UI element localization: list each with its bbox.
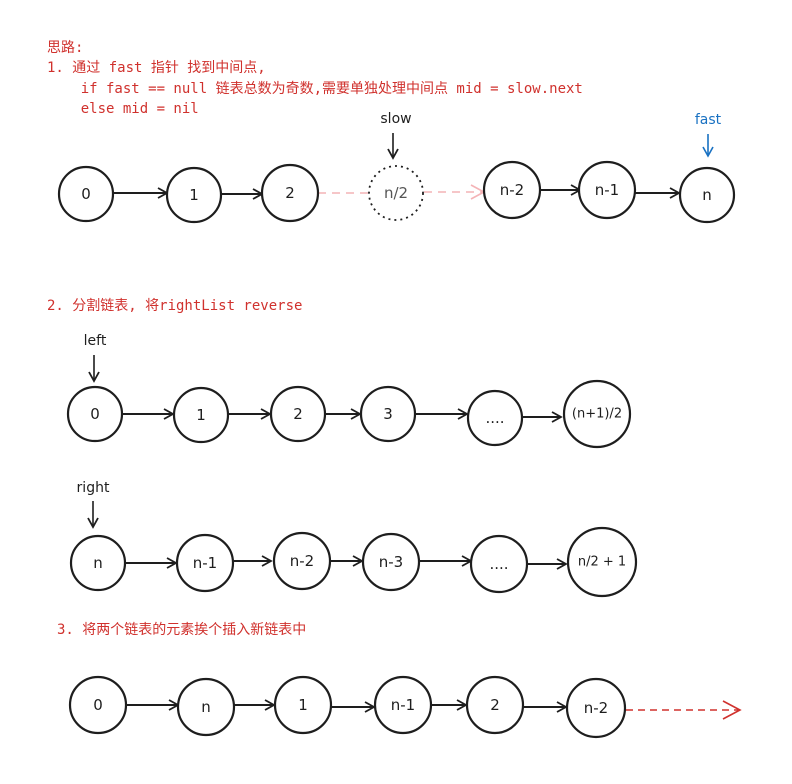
svg-text:n: n — [93, 554, 103, 572]
fast-pointer-label: fast — [695, 112, 722, 128]
list-node: 2 — [260, 163, 320, 223]
svg-text:2: 2 — [293, 405, 303, 423]
list-node: 0 — [68, 675, 128, 735]
svg-text:3: 3 — [383, 405, 393, 423]
svg-text:n-2: n-2 — [290, 552, 314, 570]
notes-title: 思路: — [47, 40, 84, 56]
step1-line3: else mid = nil — [47, 101, 199, 117]
list-node: .... — [469, 534, 529, 594]
svg-text:2: 2 — [285, 184, 295, 202]
svg-text:n-2: n-2 — [500, 181, 524, 199]
list-node: 0 — [57, 165, 115, 223]
right-pointer-label: right — [77, 480, 110, 496]
list-node: n — [678, 166, 736, 224]
list-node: n — [69, 534, 127, 592]
step3-caption: 3. 将两个链表的元素挨个插入新链表中 — [57, 622, 307, 638]
svg-text:1: 1 — [189, 186, 199, 204]
list-node: n-1 — [373, 675, 433, 735]
list-node: 2 — [465, 675, 525, 735]
list-node: 2 — [269, 385, 327, 443]
diagram3: 0 n 1 n-1 2 n-2 — [68, 675, 742, 739]
svg-text:n-3: n-3 — [379, 553, 403, 571]
list-node: n-1 — [175, 533, 235, 593]
list-node: 3 — [359, 385, 417, 443]
svg-text:1: 1 — [298, 696, 308, 714]
list-node: 1 — [165, 166, 223, 224]
list-node: n-1 — [577, 160, 637, 220]
step1-line1: 1. 通过 fast 指针 找到中间点, — [47, 60, 266, 76]
svg-text:(n+1)/2: (n+1)/2 — [572, 407, 622, 422]
list-node: (n+1)/2 — [562, 379, 632, 449]
list-node: 1 — [273, 675, 333, 735]
list-node: n-2 — [565, 677, 627, 739]
list-node: n/2 + 1 — [566, 526, 638, 598]
step2-caption: 2. 分割链表, 将rightList reverse — [47, 298, 303, 314]
svg-text:0: 0 — [81, 185, 91, 203]
svg-text:n-1: n-1 — [391, 696, 415, 714]
svg-text:n-1: n-1 — [595, 181, 619, 199]
svg-text:n-2: n-2 — [584, 699, 608, 717]
svg-text:1: 1 — [196, 406, 206, 424]
diagram2-right: right n n-1 n-2 n-3 .... n/2 + 1 — [69, 480, 638, 598]
list-node-middle: n/2 — [368, 165, 424, 221]
svg-text:0: 0 — [93, 696, 103, 714]
svg-text:0: 0 — [90, 405, 100, 423]
svg-text:n/2 + 1: n/2 + 1 — [578, 555, 626, 570]
svg-text:n/2: n/2 — [384, 184, 408, 202]
list-node: n — [176, 677, 236, 737]
svg-text:n: n — [702, 186, 712, 204]
list-node: n-2 — [272, 531, 332, 591]
svg-text:n: n — [201, 698, 211, 716]
left-pointer-label: left — [84, 333, 107, 349]
svg-text:n-1: n-1 — [193, 554, 217, 572]
list-node: n-3 — [361, 532, 421, 592]
svg-text:2: 2 — [490, 696, 500, 714]
svg-text:....: .... — [485, 409, 504, 427]
list-node: 1 — [172, 386, 230, 444]
list-node: n-2 — [482, 160, 542, 220]
diagram2-left: left 0 1 2 3 .... (n+1)/2 — [66, 333, 632, 449]
diagram1: 0 1 2 n/2 n-2 n-1 n slow fast — [57, 111, 736, 224]
step1-line2: if fast == null 链表总数为奇数,需要单独处理中间点 mid = … — [47, 81, 583, 97]
list-node: .... — [466, 389, 524, 447]
slow-pointer-label: slow — [380, 111, 411, 127]
list-node: 0 — [66, 385, 124, 443]
svg-text:....: .... — [489, 555, 508, 573]
